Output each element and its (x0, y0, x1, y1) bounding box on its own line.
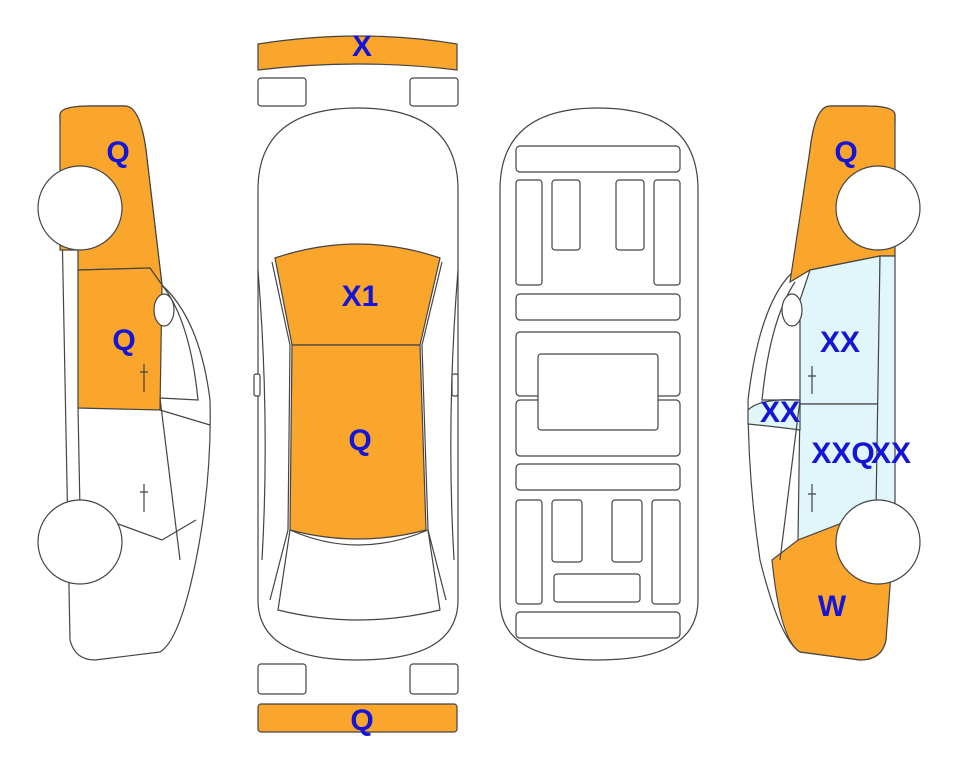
right-front-wheel (835, 165, 921, 251)
left-side-view: Q Q (37, 105, 211, 661)
hood-panel[interactable] (274, 243, 441, 346)
right-mirror (781, 293, 803, 327)
under-cross-bar-2 (515, 463, 681, 491)
left-mirror (153, 293, 175, 327)
left-sill-line (159, 397, 181, 561)
rear-bumper-panel[interactable] (257, 703, 458, 733)
top-left-pillar-line (257, 269, 266, 561)
under-rear-right-box (611, 499, 643, 563)
left-door-split-line (159, 409, 211, 426)
top-right-window-line (421, 261, 447, 601)
right-mirror-label: XX (760, 396, 800, 429)
right-door-handle-1 (808, 366, 816, 394)
under-rear-right-rail (651, 499, 681, 605)
front-bumper-panel[interactable] (257, 35, 458, 71)
right-rear-pillar-label: XX (871, 437, 911, 470)
top-view: X X1 Q Q (253, 30, 459, 737)
right-front-fender-label: Q (834, 136, 857, 169)
left-window-line (159, 284, 199, 401)
right-headlight (409, 77, 459, 107)
left-front-wheel (37, 165, 123, 251)
under-center-box (537, 353, 659, 431)
right-taillight (409, 663, 459, 695)
right-side-view: Q XX XX XXQ XX W (747, 105, 921, 661)
left-rear-door-line (77, 407, 197, 541)
right-door-handle-2 (808, 484, 816, 512)
under-front-right-rail (653, 179, 681, 286)
right-window-line (761, 281, 800, 401)
front-bumper-label: X (352, 30, 372, 63)
under-rear-left-rail (515, 499, 543, 605)
under-rear-bar (515, 611, 681, 639)
left-front-door-panel[interactable] (77, 267, 163, 411)
underbody-view (499, 107, 699, 661)
left-front-door-label: Q (112, 324, 135, 357)
under-rear-left-box (551, 499, 583, 563)
hood-label: X1 (342, 280, 379, 313)
top-left-window-line (269, 261, 291, 601)
top-left-mirror (253, 373, 261, 397)
under-rear-box (553, 573, 641, 603)
right-rear-door-label: XXQ (811, 437, 874, 470)
left-rear-wheel (37, 499, 123, 585)
roof-label: Q (348, 424, 371, 457)
under-front-left-rail (515, 179, 543, 286)
left-door-handle-2 (140, 484, 148, 512)
right-rear-quarter-label: W (818, 590, 847, 623)
right-rear-pillar-panel[interactable] (875, 255, 896, 521)
under-front-left-box (551, 179, 581, 251)
right-front-door-label: XX (820, 326, 860, 359)
right-mirror-panel[interactable] (747, 399, 801, 431)
top-right-mirror (451, 373, 459, 397)
top-right-pillar-line (450, 269, 459, 561)
rear-bumper-label: Q (350, 704, 373, 737)
roof-panel[interactable] (289, 344, 427, 540)
under-front-right-box (615, 179, 645, 251)
under-front-bar (515, 145, 681, 173)
left-taillight (257, 663, 307, 695)
under-cross-bar-1 (515, 293, 681, 321)
rear-window-line (277, 529, 441, 621)
left-front-fender-label: Q (106, 136, 129, 169)
left-door-handle-1 (140, 364, 148, 392)
left-headlight (257, 77, 307, 107)
right-sill-line (779, 399, 801, 561)
right-rear-wheel (835, 499, 921, 585)
